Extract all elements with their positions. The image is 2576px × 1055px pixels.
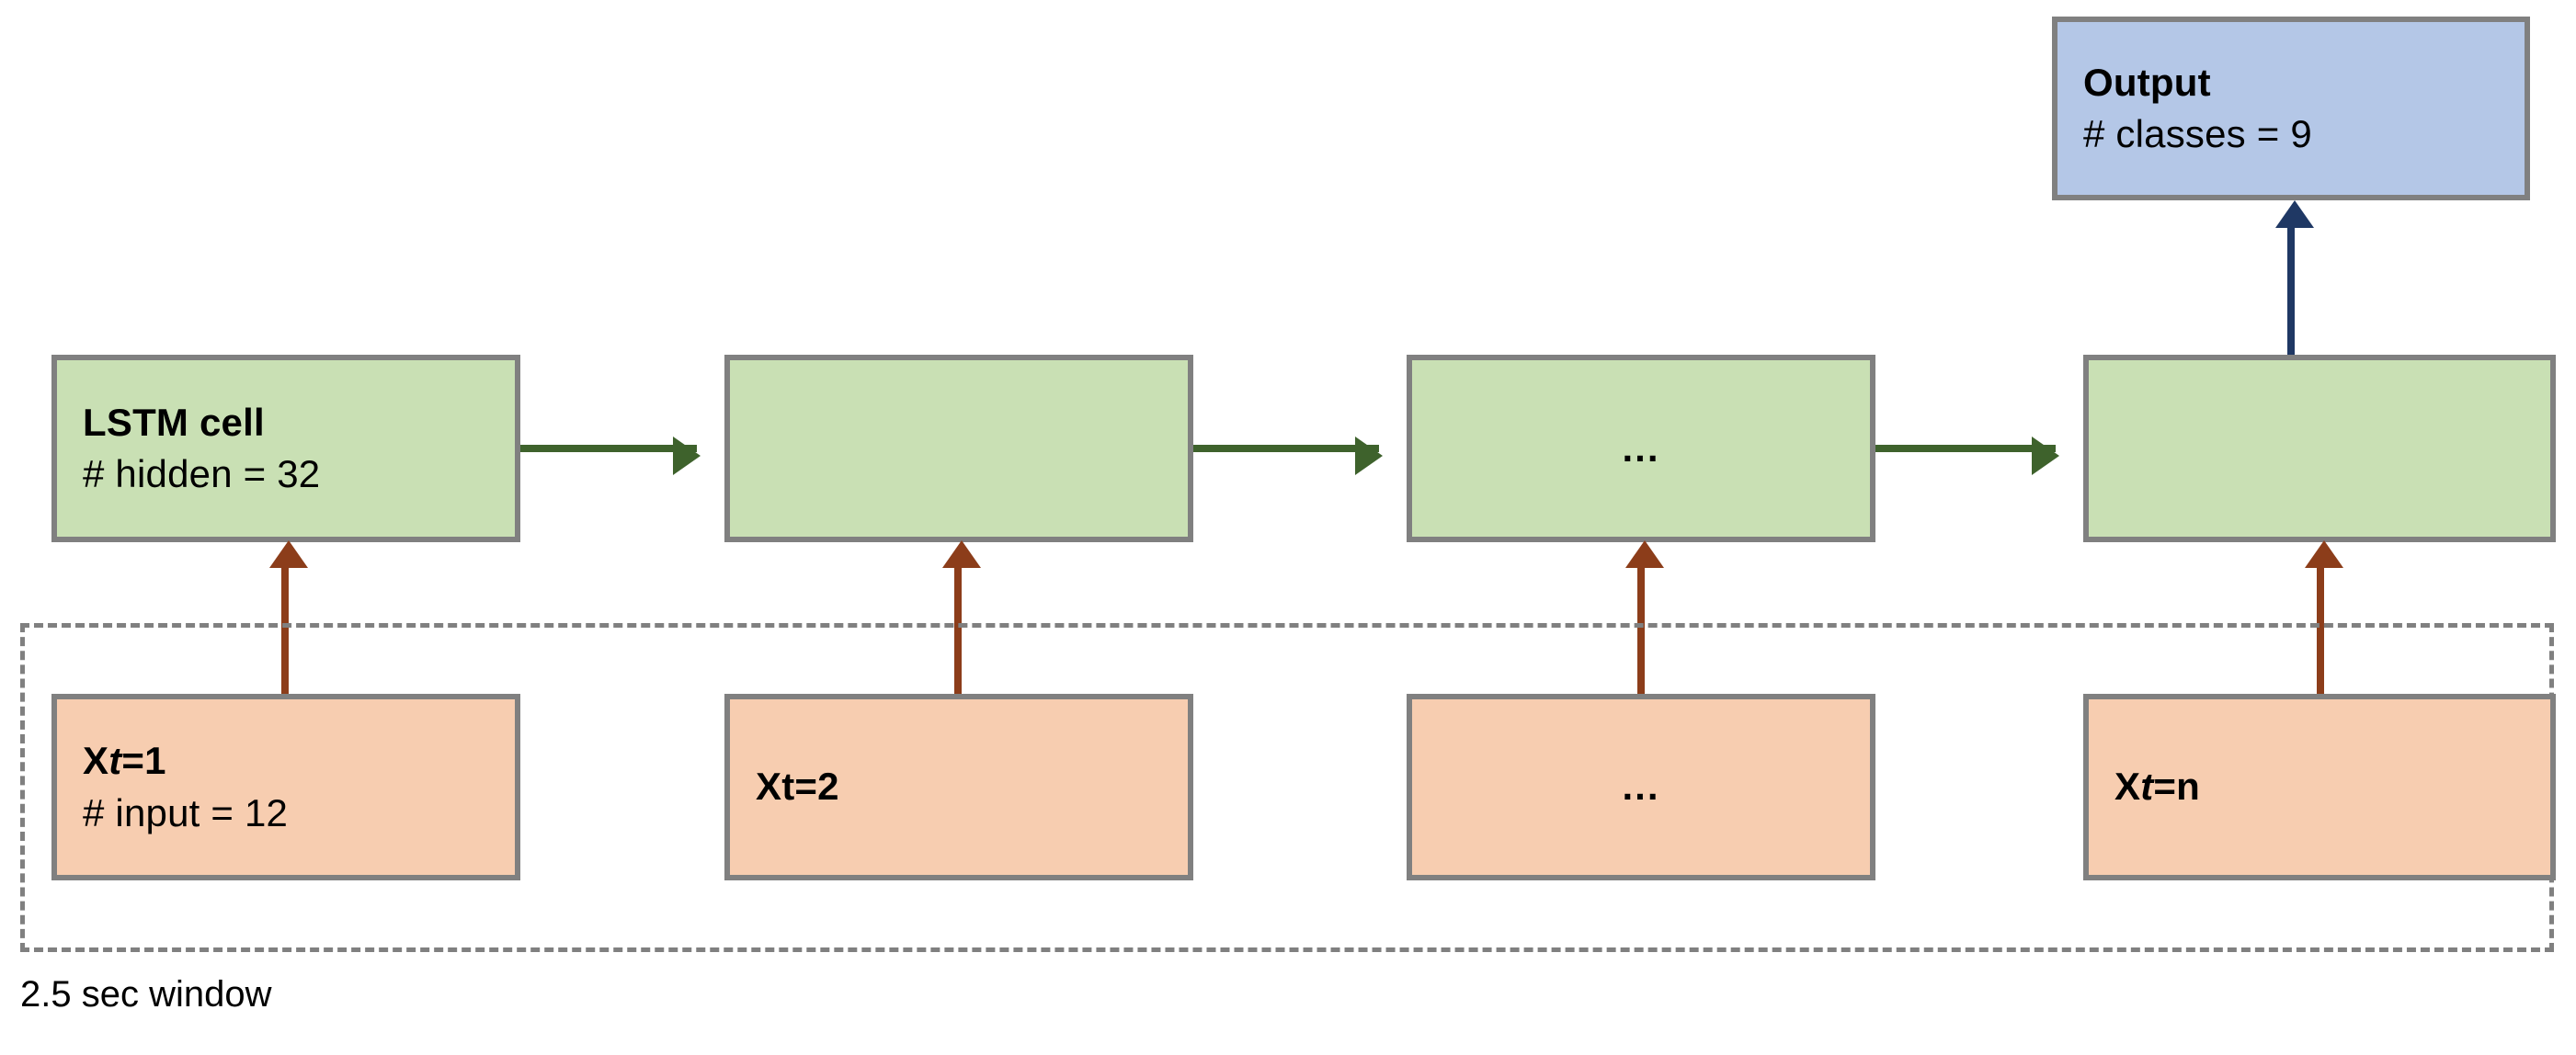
input-node-1-detail: # input = 12 [83, 790, 289, 834]
input-node-2-var-t: t [781, 765, 795, 809]
output-node-detail: # classes = 9 [2083, 112, 2312, 155]
input-arrow-3-icon [1625, 540, 1664, 694]
lstm-cell-1-detail: # hidden = 32 [83, 452, 321, 495]
lstm-cell-1[interactable]: LSTM cell # hidden = 32 [51, 355, 520, 542]
input-node-ellipsis[interactable]: ... [1407, 694, 1875, 880]
input-arrow-1-icon [269, 540, 308, 694]
input-node-n-var-x: X [2114, 765, 2141, 809]
input-node-1[interactable]: Xt=1 # input = 12 [51, 694, 520, 880]
input-node-2-var-x: X [756, 765, 782, 809]
input-node-ellipsis-label: ... [1622, 765, 1660, 809]
lstm-cell-n[interactable] [2083, 355, 2556, 542]
input-node-1-var-rest: =1 [121, 739, 166, 783]
input-node-n-title: Xt=n [2114, 761, 2550, 812]
output-node-title: Output [2083, 60, 2211, 104]
input-node-1-title: Xt=1 [83, 735, 515, 787]
output-arrow-icon [2275, 200, 2314, 358]
lstm-cell-ellipsis-label: ... [1622, 425, 1660, 470]
input-node-1-var-x: X [83, 739, 109, 783]
input-node-2[interactable]: Xt=2 [724, 694, 1193, 880]
input-arrow-2-icon [942, 540, 981, 694]
lstm-cell-2[interactable] [724, 355, 1193, 542]
recurrent-arrow-2-icon [1193, 437, 1383, 475]
input-node-n-var-t: t [2140, 765, 2154, 809]
time-window-label: 2.5 sec window [20, 974, 272, 1015]
lstm-cell-ellipsis[interactable]: ... [1407, 355, 1875, 542]
input-node-2-var-rest: =2 [794, 765, 839, 809]
lstm-cell-1-title: LSTM cell [83, 400, 265, 444]
input-arrow-4-icon [2305, 540, 2343, 694]
input-node-2-title: Xt=2 [756, 761, 1188, 812]
input-node-1-var-t: t [108, 739, 122, 783]
input-node-n-var-rest: =n [2153, 765, 2200, 809]
recurrent-arrow-3-icon [1875, 437, 2059, 475]
recurrent-arrow-1-icon [520, 437, 701, 475]
output-node[interactable]: Output # classes = 9 [2052, 17, 2530, 200]
input-node-n[interactable]: Xt=n [2083, 694, 2556, 880]
